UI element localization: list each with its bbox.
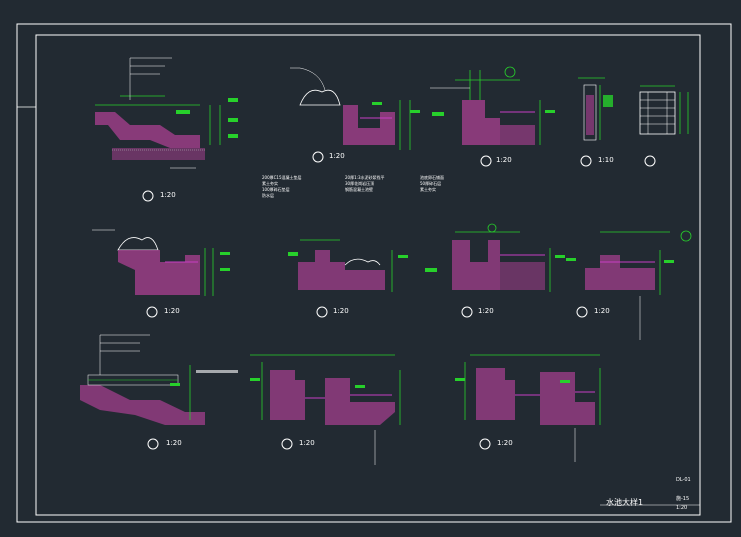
detail-4-scale: 1:10 xyxy=(598,156,614,164)
detail-11-marker xyxy=(281,438,293,450)
detail-12-marker xyxy=(479,438,491,450)
detail-12-section xyxy=(455,354,601,462)
detail-3-scale: 1:20 xyxy=(496,156,512,164)
detail-10-marker xyxy=(147,438,159,450)
detail-6-marker xyxy=(146,306,158,318)
detail-7-scale: 1:20 xyxy=(333,307,349,315)
detail-10-section xyxy=(80,334,238,425)
inner-frame xyxy=(35,34,701,516)
detail-9-scale: 1:20 xyxy=(594,307,610,315)
sheet-number: 施-15 xyxy=(676,496,690,502)
detail-11-section xyxy=(250,354,401,465)
detail-2-scale: 1:20 xyxy=(329,152,345,160)
detail-1-scale: 1:20 xyxy=(160,191,176,199)
outer-frame xyxy=(16,23,732,523)
detail-12-scale: 1:20 xyxy=(497,439,513,447)
detail-3-marker xyxy=(480,155,492,167)
detail-4-marker xyxy=(580,155,592,167)
detail-2-marker xyxy=(312,151,324,163)
detail-9-section xyxy=(566,230,692,340)
detail-8-section xyxy=(425,223,565,292)
detail-5-marker xyxy=(644,155,656,167)
detail-11-scale: 1:20 xyxy=(299,439,315,447)
detail-3-section xyxy=(430,66,555,145)
detail-8-scale: 1:20 xyxy=(478,307,494,315)
detail-4-section xyxy=(578,77,613,141)
drawing-title: 水池大样1 xyxy=(606,498,644,507)
detail-6-scale: 1:20 xyxy=(164,307,180,315)
detail-9-marker xyxy=(576,306,588,318)
detail-7-marker xyxy=(316,306,328,318)
detail-6-section xyxy=(92,229,230,296)
sheet-scale: 1:20 xyxy=(676,505,688,511)
detail-10-scale: 1:20 xyxy=(166,439,182,447)
detail-1-section xyxy=(95,57,238,169)
detail-1-marker xyxy=(142,190,154,202)
detail-8-marker xyxy=(461,306,473,318)
detail-7-section xyxy=(288,239,408,292)
detail-2-section xyxy=(290,67,420,150)
drawing-code: DL-01 xyxy=(676,477,691,483)
detail-5-section xyxy=(639,85,689,135)
